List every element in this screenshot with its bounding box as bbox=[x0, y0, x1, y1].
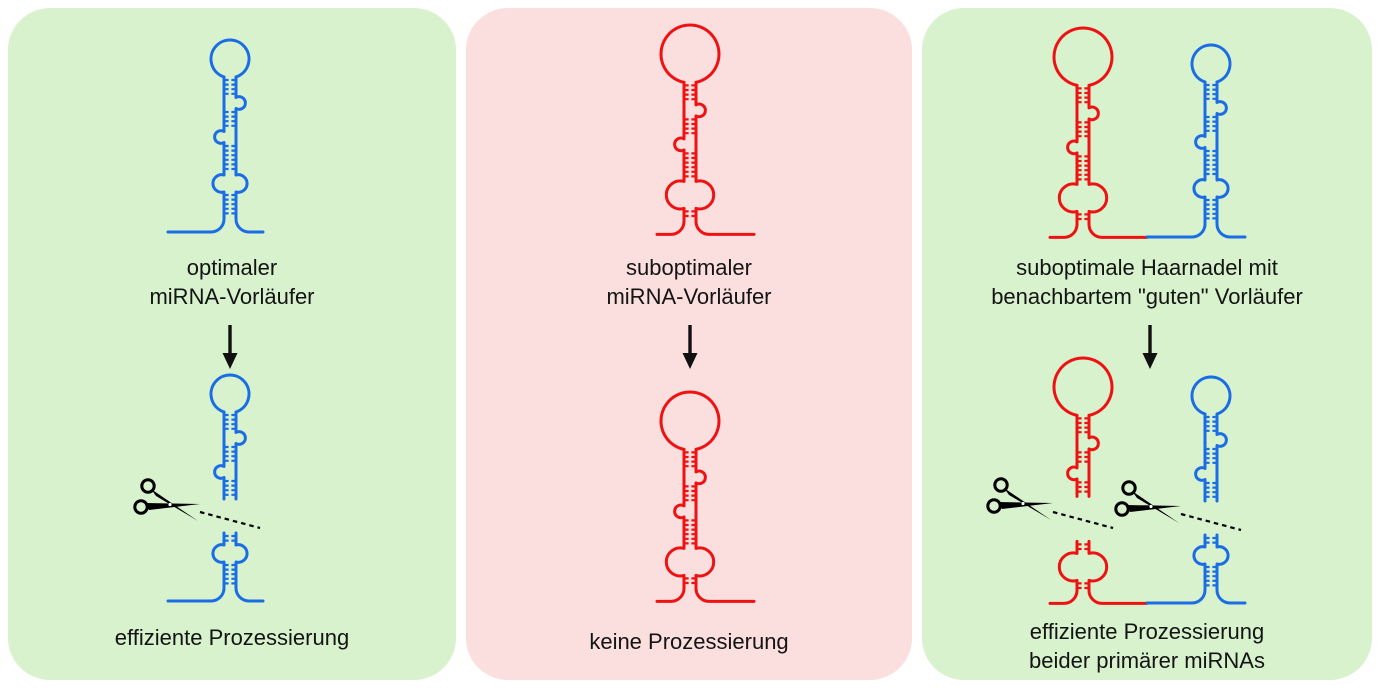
suboptimal-hairpin-figure bbox=[655, 23, 756, 236]
precursor-label: optimaler miRNA-Vorläufer bbox=[149, 255, 315, 309]
optimal-hairpin-figure bbox=[1145, 43, 1247, 239]
cut-site-dashed-line bbox=[1180, 512, 1242, 532]
precursor-label: suboptimaler miRNA-Vorläufer bbox=[606, 255, 772, 309]
figure-layer bbox=[466, 8, 912, 680]
optimal-hairpin-figure bbox=[133, 373, 265, 603]
panel-optimal-precursor: optimaler miRNA-Vorläufer effiziente Pro… bbox=[8, 8, 456, 680]
down-arrow-icon bbox=[222, 325, 238, 369]
panel-suboptimal-precursor: suboptimaler miRNA-Vorläufer keine Proze… bbox=[466, 8, 912, 680]
cut-site-dashed-line bbox=[1052, 510, 1114, 530]
scissors-icon bbox=[1114, 480, 1181, 523]
scissors-icon bbox=[986, 477, 1053, 520]
optimal-hairpin-figure bbox=[1114, 375, 1247, 605]
result-label: effiziente Prozessierung bbox=[114, 625, 350, 650]
down-arrow-icon bbox=[1142, 325, 1158, 369]
panel-suboptimal-with-neighbor: suboptimale Haarnadel mit benachbartem "… bbox=[922, 8, 1372, 680]
suboptimal-hairpin-figure bbox=[655, 390, 756, 603]
down-arrow-icon bbox=[682, 325, 698, 369]
figure-layer bbox=[8, 8, 456, 680]
result-label: effiziente Prozessierung beider primärer… bbox=[1029, 619, 1265, 673]
cut-site-dashed-line bbox=[199, 510, 261, 530]
suboptimal-hairpin-figure bbox=[986, 356, 1149, 605]
result-label: keine Prozessierung bbox=[589, 629, 789, 654]
optimal-hairpin-figure bbox=[166, 38, 265, 234]
suboptimal-hairpin-figure bbox=[1048, 26, 1149, 239]
precursor-label: suboptimale Haarnadel mit benachbartem "… bbox=[991, 255, 1303, 309]
figure-layer bbox=[922, 8, 1372, 680]
scissors-icon bbox=[133, 478, 200, 521]
